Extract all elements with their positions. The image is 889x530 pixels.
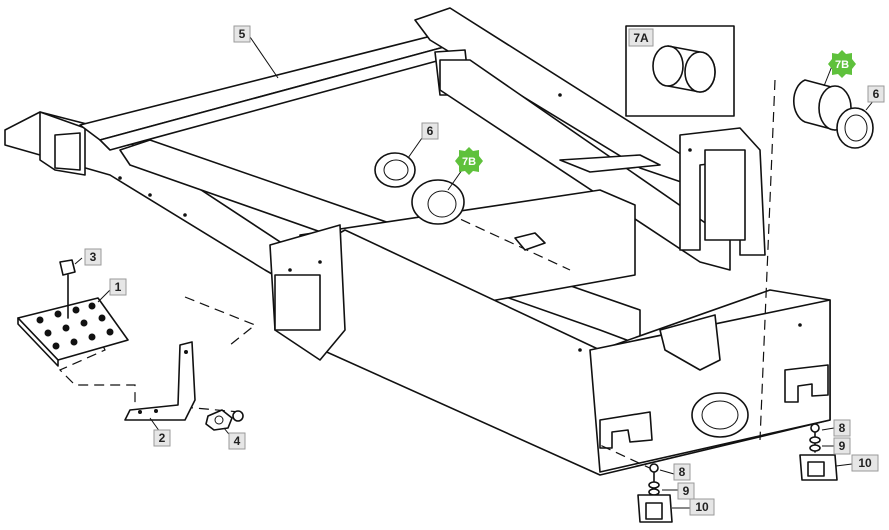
callout-9-left: 9: [677, 482, 695, 500]
svg-text:2: 2: [159, 431, 166, 445]
svg-text:10: 10: [858, 456, 872, 470]
bushing-center: [374, 152, 546, 251]
callout-8-right: 8: [833, 419, 851, 437]
svg-text:7B: 7B: [835, 59, 849, 71]
callout-5: 5: [233, 25, 251, 43]
svg-text:6: 6: [873, 87, 880, 101]
svg-text:9: 9: [683, 484, 690, 498]
callout-7a: 7A: [628, 28, 654, 47]
svg-text:4: 4: [234, 434, 241, 448]
svg-text:6: 6: [427, 124, 434, 138]
svg-text:7B: 7B: [462, 156, 476, 168]
svg-text:3: 3: [90, 250, 97, 264]
callout-2: 2: [153, 429, 171, 447]
svg-text:8: 8: [839, 421, 846, 435]
svg-text:8: 8: [679, 465, 686, 479]
main-frame: [4, 7, 831, 476]
part-4-nut: [205, 409, 244, 431]
callout-3: 3: [84, 248, 102, 266]
fastener-stack-right: [799, 423, 838, 481]
callout-4: 4: [228, 432, 246, 450]
callout-1: 1: [109, 278, 127, 296]
fastener-stack-left: [637, 463, 673, 523]
svg-text:10: 10: [695, 500, 709, 514]
callout-10-left: 10: [689, 498, 715, 516]
svg-text:5: 5: [239, 27, 246, 41]
callout-7b-center-badge: 7B: [455, 147, 483, 175]
callout-6-right: 6: [867, 85, 885, 103]
callout-9-right: 9: [833, 437, 851, 455]
part-1-plate: [17, 297, 129, 367]
part-2-bracket: [124, 341, 196, 421]
part-3-bolt: [59, 259, 76, 319]
callout-7b-right-badge: 7B: [828, 50, 856, 78]
callout-10-right: 10: [851, 454, 879, 472]
inset-7a: [625, 25, 735, 117]
callout-8-left: 8: [673, 463, 691, 481]
bushing-right: [793, 79, 874, 149]
callout-6-center: 6: [421, 122, 439, 140]
svg-text:1: 1: [115, 280, 122, 294]
svg-text:9: 9: [839, 439, 846, 453]
svg-text:7A: 7A: [633, 31, 649, 45]
